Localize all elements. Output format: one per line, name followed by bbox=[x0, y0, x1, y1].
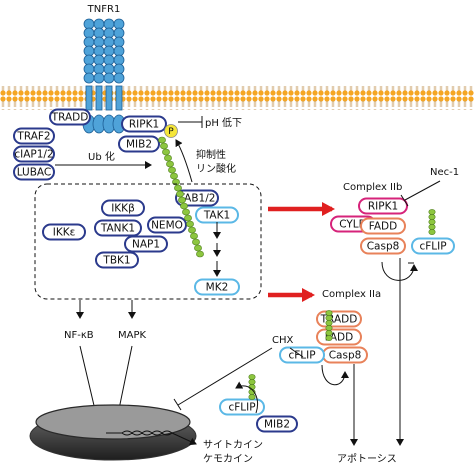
protein-ciap: cIAP1/2 bbox=[13, 145, 55, 163]
protein-label: TRADD bbox=[51, 112, 89, 124]
cell-membrane bbox=[0, 86, 474, 110]
dna-helix-icon bbox=[121, 430, 173, 436]
phospho-label: P bbox=[168, 127, 174, 137]
protein-tak1: TAK1 bbox=[195, 206, 239, 224]
protein-label: FADD bbox=[369, 221, 397, 233]
protein-iib-fadd: FADD bbox=[360, 217, 406, 235]
chemokine-label: ケモカイン bbox=[203, 453, 253, 465]
kinase-complex-box bbox=[34, 183, 262, 300]
protein-label: TRAF2 bbox=[16, 131, 50, 143]
protein-label: Casp8 bbox=[367, 241, 400, 253]
protein-label: LUBAC bbox=[17, 167, 52, 179]
cytokine-label: サイトカイン bbox=[203, 439, 263, 451]
protein-label: MK2 bbox=[206, 282, 229, 294]
tnfr1-label: TNFR1 bbox=[87, 4, 121, 15]
tnfr1-receptor bbox=[82, 18, 126, 134]
protein-iia-tradd: TRADD bbox=[316, 310, 362, 328]
protein-iia-cflip: cFLIP bbox=[279, 346, 325, 364]
protein-iib-ripk1: RIPK1 bbox=[358, 197, 408, 215]
protein-nuc-cflip: cFLIP bbox=[219, 398, 265, 416]
apoptosis-label: アポトーシス bbox=[337, 453, 397, 465]
protein-tab12: TAB1/2 bbox=[175, 189, 219, 207]
protein-label: Casp8 bbox=[329, 350, 362, 362]
protein-tank1: TANK1 bbox=[94, 219, 142, 237]
ubiquitin-chain bbox=[248, 374, 256, 400]
protein-label: RIPK1 bbox=[368, 201, 398, 213]
protein-mib2: MIB2 bbox=[118, 135, 160, 153]
complex-iib-label: Complex IIb bbox=[343, 182, 402, 193]
protein-nuc-mib2: MIB2 bbox=[256, 415, 298, 433]
protein-ikke: IKKε bbox=[42, 223, 86, 241]
protein-label: IKKβ bbox=[111, 203, 135, 215]
protein-nemo: NEMO bbox=[147, 216, 187, 234]
ubiquitin-chain bbox=[325, 310, 333, 341]
protein-label: MIB2 bbox=[264, 419, 290, 431]
nucleus-top bbox=[35, 404, 191, 440]
protein-mk2: MK2 bbox=[194, 278, 240, 296]
protein-label: CYLD bbox=[339, 219, 367, 231]
protein-label: cFLIP bbox=[228, 402, 255, 414]
protein-lubac: LUBAC bbox=[13, 163, 55, 181]
protein-label: cFLIP bbox=[288, 350, 315, 362]
phospho-circle bbox=[164, 124, 178, 138]
protein-nap1: NAP1 bbox=[124, 235, 168, 253]
protein-iia-fadd: FADD bbox=[316, 328, 362, 346]
chx-label: CHX bbox=[272, 335, 294, 346]
protein-label: NEMO bbox=[151, 220, 183, 232]
mapk-label: MAPK bbox=[118, 330, 146, 341]
inhibitory-label: 抑制性 bbox=[196, 148, 226, 161]
protein-label: TANK1 bbox=[100, 223, 135, 235]
protein-ikkb: IKKβ bbox=[101, 199, 145, 217]
complex-iia-label: Complex IIa bbox=[322, 289, 381, 300]
protein-label: TBK1 bbox=[102, 255, 130, 267]
nec1-label: Nec-1 bbox=[430, 167, 459, 178]
ubiquitin-chain bbox=[158, 136, 204, 258]
protein-label: cIAP1/2 bbox=[14, 149, 53, 161]
protein-ripk1: RIPK1 bbox=[121, 115, 167, 133]
protein-label: IKKε bbox=[53, 227, 76, 239]
protein-label: TAB1/2 bbox=[178, 193, 216, 205]
nfkb-label: NF-κB bbox=[64, 330, 94, 341]
protein-tbk1: TBK1 bbox=[95, 251, 139, 269]
protein-label: MIB2 bbox=[126, 139, 152, 151]
protein-label: TRADD bbox=[320, 314, 358, 326]
protein-tradd: TRADD bbox=[49, 108, 91, 126]
protein-label: TAK1 bbox=[203, 210, 230, 222]
ubiquitin-chain bbox=[428, 209, 436, 235]
protein-label: NAP1 bbox=[132, 239, 160, 251]
protein-label: RIPK1 bbox=[129, 119, 159, 131]
protein-traf2: TRAF2 bbox=[13, 127, 55, 145]
phospho-text-label: リン酸化 bbox=[196, 162, 236, 175]
protein-iia-casp8: Casp8 bbox=[322, 346, 368, 364]
protein-label: cFLIP bbox=[419, 241, 446, 253]
protein-iib-cflip: cFLIP bbox=[411, 237, 455, 255]
ub-label: Ub 化 bbox=[88, 150, 115, 163]
ph-low-label: pH 低下 bbox=[205, 116, 242, 129]
protein-iib-casp8: Casp8 bbox=[360, 237, 406, 255]
